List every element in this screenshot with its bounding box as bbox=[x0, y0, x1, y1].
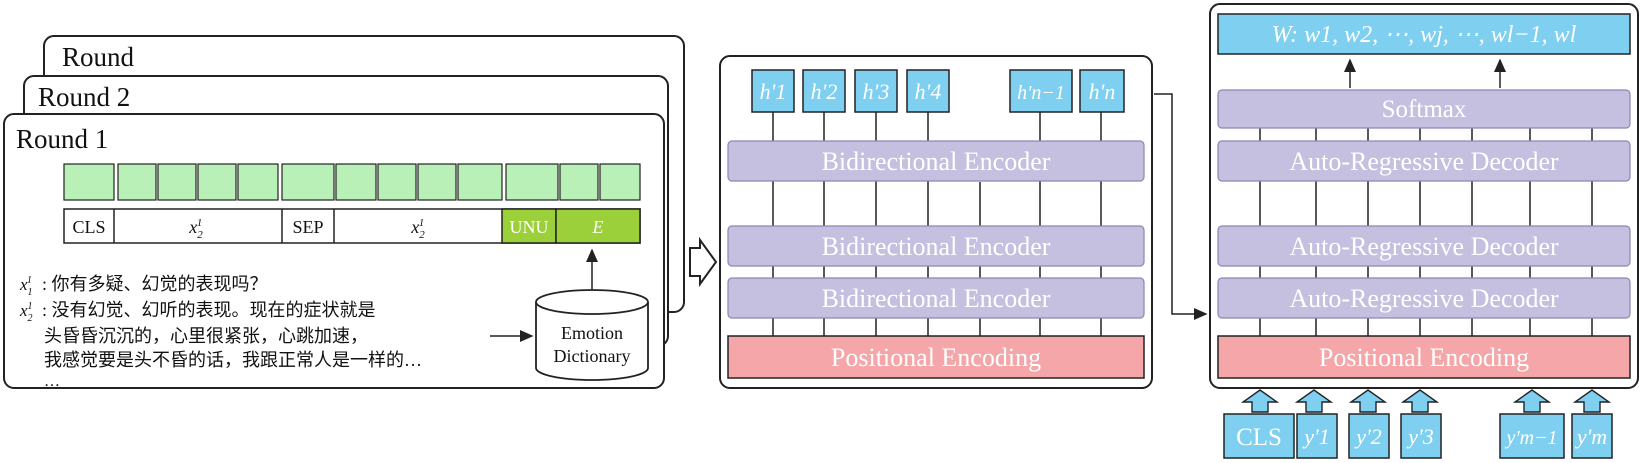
output-sequence-label: W: w1, w2, ⋯, wj, ⋯, wl−1, wl bbox=[1272, 22, 1577, 48]
h1-label: h'1 bbox=[760, 79, 787, 104]
dictionary-label-1: Emotion bbox=[561, 323, 623, 343]
dictionary-label-2: Dictionary bbox=[554, 346, 631, 366]
round-1-title: Round 1 bbox=[16, 124, 108, 154]
ym-input-label: y'm bbox=[1575, 424, 1607, 449]
encoder-outputs: h'1 h'2 h'3 h'4 h'n−1 h'n bbox=[751, 69, 1125, 113]
dialogue-line-5: … bbox=[44, 373, 60, 390]
decoder-positional-label: Positional Encoding bbox=[1319, 343, 1529, 372]
unu-token-label: UNU bbox=[510, 217, 549, 237]
softmax-block bbox=[1217, 89, 1631, 129]
h4-label: h'4 bbox=[915, 79, 942, 104]
decoder-inputs: CLS y'1 y'2 y'3 y'm−1 y'm bbox=[1223, 389, 1613, 459]
unu-token bbox=[501, 208, 557, 244]
decoder-panel: W: w1, w2, ⋯, wj, ⋯, wl−1, wl Softmax Au… bbox=[1209, 3, 1639, 389]
x1-token-label: x21 bbox=[188, 217, 203, 241]
e-token-label: E bbox=[592, 217, 604, 237]
token-row: CLS x21 SEP x21 UNU E bbox=[63, 208, 641, 244]
dialogue-text: x11 : 你有多疑、幻觉的表现吗？ x21 : 没有幻觉、幻听的表现。现在的症… bbox=[19, 274, 422, 390]
emotion-token bbox=[555, 208, 641, 244]
sep-token-label: SEP bbox=[292, 217, 323, 237]
decoder-frame bbox=[1209, 3, 1639, 389]
output-sequence-box bbox=[1217, 13, 1631, 55]
hn-label: h'n bbox=[1089, 79, 1116, 104]
decoder-block-top bbox=[1217, 140, 1631, 182]
h3-label: h'3 bbox=[863, 79, 890, 104]
dialogue-line-3: 头昏昏沉沉的，心里很紧张，心跳加速， bbox=[44, 326, 368, 346]
y2-input-label: y'2 bbox=[1354, 424, 1381, 449]
encoder-label-middle: Bidirectional Encoder bbox=[822, 232, 1051, 261]
decoder-label-top: Auto-Regressive Decoder bbox=[1289, 147, 1559, 176]
dialogue-line-1: : 你有多疑、幻觉的表现吗？ bbox=[42, 274, 268, 294]
ym-1-input-label: y'm−1 bbox=[1504, 427, 1557, 449]
round-back-title: Round bbox=[62, 42, 135, 72]
cls-token-label: CLS bbox=[72, 217, 105, 237]
embedding-cells bbox=[63, 163, 641, 201]
encoder-to-decoder-arrow bbox=[1154, 93, 1208, 320]
encoder-block-top bbox=[727, 140, 1145, 182]
decoder-positional-block bbox=[1217, 335, 1631, 379]
decoder-block-bottom bbox=[1217, 277, 1631, 319]
hn-1-label: h'n−1 bbox=[1017, 82, 1065, 104]
y1-input-label: y'1 bbox=[1302, 424, 1329, 449]
encoder-panel: h'1 h'2 h'3 h'4 h'n−1 h'n Bidirectional … bbox=[719, 55, 1153, 389]
y3-input-label: y'3 bbox=[1406, 424, 1433, 449]
encoder-label-bottom: Bidirectional Encoder bbox=[822, 284, 1051, 313]
encoder-block-bottom bbox=[727, 277, 1145, 319]
emotion-dictionary: Emotion Dictionary bbox=[535, 289, 649, 381]
encoder-label-top: Bidirectional Encoder bbox=[822, 147, 1051, 176]
input-arrows bbox=[1240, 389, 1612, 413]
cls-input-label: CLS bbox=[1236, 424, 1282, 451]
decoder-block-middle bbox=[1217, 225, 1631, 267]
dialogue-line-2: : 没有幻觉、幻听的表现。现在的症状就是 bbox=[42, 300, 376, 320]
panel-transition-arrow bbox=[689, 236, 718, 288]
input-panel: Round Round 2 Round 1 bbox=[3, 35, 685, 390]
encoder-positional-label: Positional Encoding bbox=[831, 343, 1041, 372]
softmax-label: Softmax bbox=[1382, 96, 1467, 123]
x2-token-label: x21 bbox=[410, 217, 425, 241]
cylinder-top bbox=[535, 289, 649, 315]
encoder-positional-block bbox=[727, 335, 1145, 379]
h2-label: h'2 bbox=[811, 79, 838, 104]
x2-prefix: x21 bbox=[19, 301, 33, 324]
x1-prefix: x11 bbox=[19, 275, 32, 298]
round-2-title: Round 2 bbox=[38, 82, 130, 112]
decoder-label-bottom: Auto-Regressive Decoder bbox=[1289, 284, 1559, 313]
encoder-block-middle bbox=[727, 225, 1145, 267]
dialogue-line-4: 我感觉要是头不昏的话，我跟正常人是一样的… bbox=[44, 350, 422, 370]
decoder-label-middle: Auto-Regressive Decoder bbox=[1289, 232, 1559, 261]
